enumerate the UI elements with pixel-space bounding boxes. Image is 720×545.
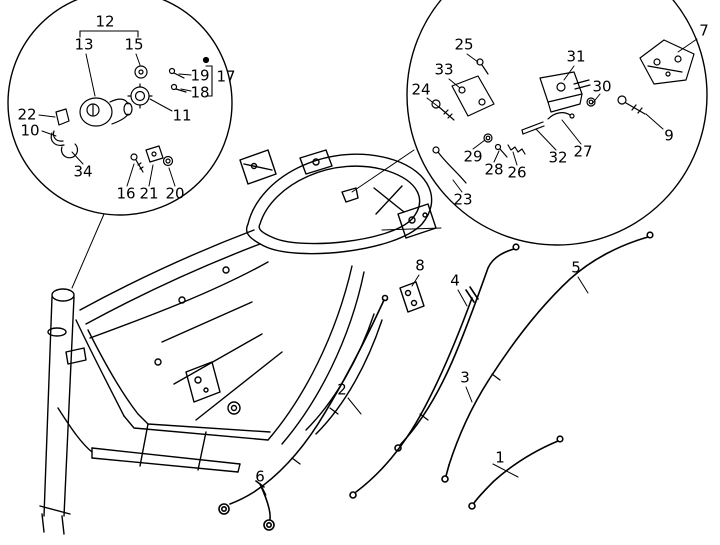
part-label-32: 32 <box>548 148 568 167</box>
part-label-25: 25 <box>454 35 474 54</box>
part-label-24: 24 <box>411 80 431 99</box>
part-label-34: 34 <box>73 162 93 181</box>
part-label-16: 16 <box>116 184 136 203</box>
part-label-27: 27 <box>573 142 593 161</box>
part-label-33: 33 <box>434 60 454 79</box>
part-label-7: 7 <box>699 21 709 40</box>
part-label-3: 3 <box>460 368 470 387</box>
part-label-5: 5 <box>571 258 581 277</box>
part-label-9: 9 <box>664 126 674 145</box>
leader-lines <box>38 38 698 496</box>
part-label-17: 17 <box>216 67 236 86</box>
part-label-20: 20 <box>165 184 185 203</box>
grouping-brackets <box>79 30 213 97</box>
part-label-10: 10 <box>20 121 40 140</box>
part-label-21: 21 <box>139 184 159 203</box>
part-label-30: 30 <box>592 77 612 96</box>
part-label-12: 12 <box>95 12 115 31</box>
part-label-19: 19 <box>190 66 210 85</box>
part-label-18: 18 <box>190 83 210 102</box>
part-label-8: 8 <box>415 256 425 275</box>
ignition-lock-parts <box>50 56 210 173</box>
part-label-11: 11 <box>172 106 192 125</box>
part-label-28: 28 <box>484 160 504 179</box>
part-label-2: 2 <box>337 380 347 399</box>
part-label-29: 29 <box>463 147 483 166</box>
callout-bubble-ignition-lock <box>7 0 233 289</box>
part-label-22: 22 <box>17 105 37 124</box>
part-label-1: 1 <box>495 448 505 467</box>
part-label-4: 4 <box>450 271 460 290</box>
part-label-26: 26 <box>507 163 527 182</box>
part-label-23: 23 <box>453 190 473 209</box>
part-label-15: 15 <box>124 35 144 54</box>
part-label-6: 6 <box>255 467 265 486</box>
bracket-part-8 <box>399 281 425 313</box>
callout-bubble-saddle-lock <box>351 0 708 246</box>
cables <box>218 231 654 531</box>
part-label-31: 31 <box>566 47 586 66</box>
part-label-13: 13 <box>74 35 94 54</box>
saddle-lock-parts <box>431 39 695 184</box>
